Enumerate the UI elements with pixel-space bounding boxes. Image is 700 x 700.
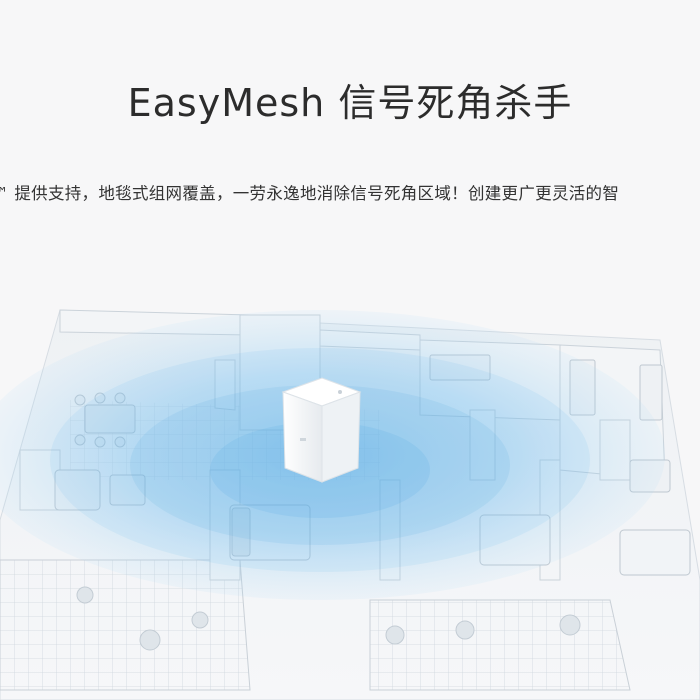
floorplan-illustration [0,280,700,700]
balcony-right [369,599,631,691]
page-subtitle: ™ 提供支持，地毯式组网覆盖，一劳永逸地消除信号死角区域！创建更广更灵活的智 [0,184,620,203]
page-title: EasyMesh 信号死角杀手 [127,81,573,125]
balcony-plants [76,586,581,651]
router-device [281,377,362,483]
